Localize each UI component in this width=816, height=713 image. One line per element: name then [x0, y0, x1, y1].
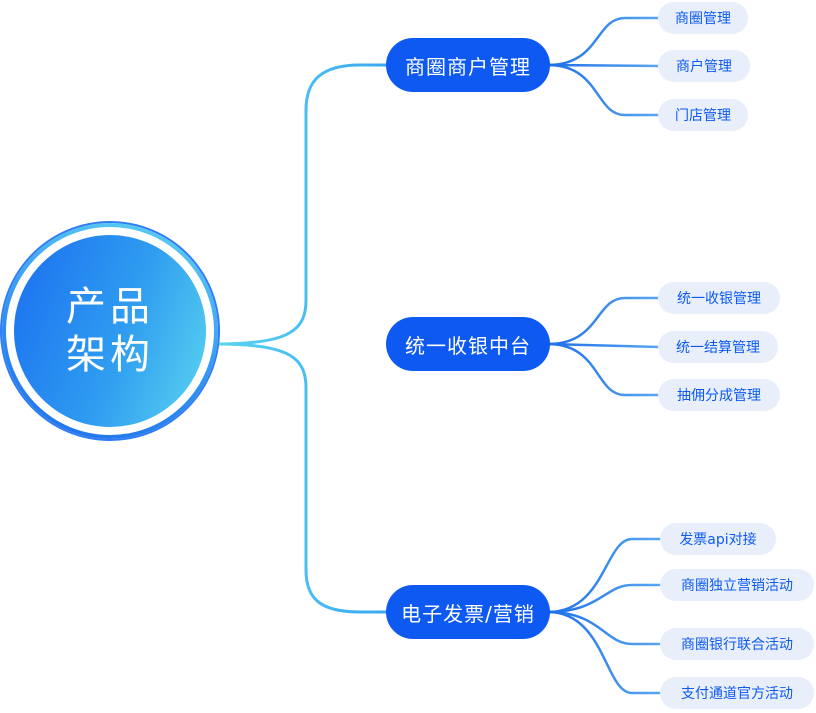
link-root-branch-1	[217, 63, 390, 346]
leaf-node: 发票api对接	[660, 523, 776, 555]
branch-label: 统一收银中台	[405, 333, 531, 358]
link-root-branch-3	[217, 342, 390, 614]
branch-node-invoice-marketing: 电子发票/营销	[386, 585, 550, 639]
branch-label: 电子发票/营销	[401, 601, 535, 626]
link-b1-leaf-2	[547, 63, 661, 68]
link-b3-leaf-2	[547, 583, 662, 614]
link-b3-leaf-4	[547, 610, 662, 695]
leaf-label: 统一收银管理	[677, 291, 761, 307]
leaf-node: 支付通道官方活动	[660, 677, 814, 709]
leaf-node: 统一结算管理	[658, 331, 778, 363]
leaf-label: 商圈银行联合活动	[681, 637, 793, 653]
leaf-node: 统一收银管理	[658, 282, 780, 314]
leaf-node: 商户管理	[658, 50, 750, 82]
branch-node-cashier: 统一收银中台	[386, 317, 550, 371]
root-node: 产品 架构	[0, 221, 220, 441]
leaf-label: 商圈管理	[675, 11, 731, 27]
root-label: 产品 架构	[0, 221, 220, 441]
link-b2-leaf-3	[547, 342, 660, 397]
branch-node-merchant: 商圈商户管理	[386, 38, 550, 92]
leaf-node: 商圈独立营销活动	[660, 569, 814, 601]
link-b3-leaf-3	[547, 610, 662, 646]
root-label-line-2: 架构	[66, 332, 154, 378]
leaf-label: 抽佣分成管理	[677, 388, 761, 404]
leaf-label: 统一结算管理	[676, 340, 760, 356]
leaf-node: 门店管理	[658, 99, 748, 131]
root-node-core	[14, 235, 206, 427]
leaf-node: 抽佣分成管理	[658, 379, 780, 411]
root-label-line-1: 产品	[66, 284, 154, 330]
leaf-label: 门店管理	[675, 108, 731, 124]
branch-label: 商圈商户管理	[405, 54, 531, 79]
leaf-label: 发票api对接	[679, 532, 757, 548]
leaf-label: 商户管理	[676, 59, 732, 75]
leaf-label: 支付通道官方活动	[681, 686, 793, 702]
leaf-label: 商圈独立营销活动	[681, 578, 793, 594]
leaf-node: 商圈管理	[658, 2, 748, 34]
link-b2-leaf-1	[547, 296, 660, 346]
leaf-node: 商圈银行联合活动	[660, 628, 814, 660]
link-b1-leaf-3	[547, 63, 660, 117]
link-b1-leaf-1	[547, 16, 660, 67]
link-b3-leaf-1	[547, 537, 662, 614]
link-b2-leaf-2	[547, 342, 661, 349]
